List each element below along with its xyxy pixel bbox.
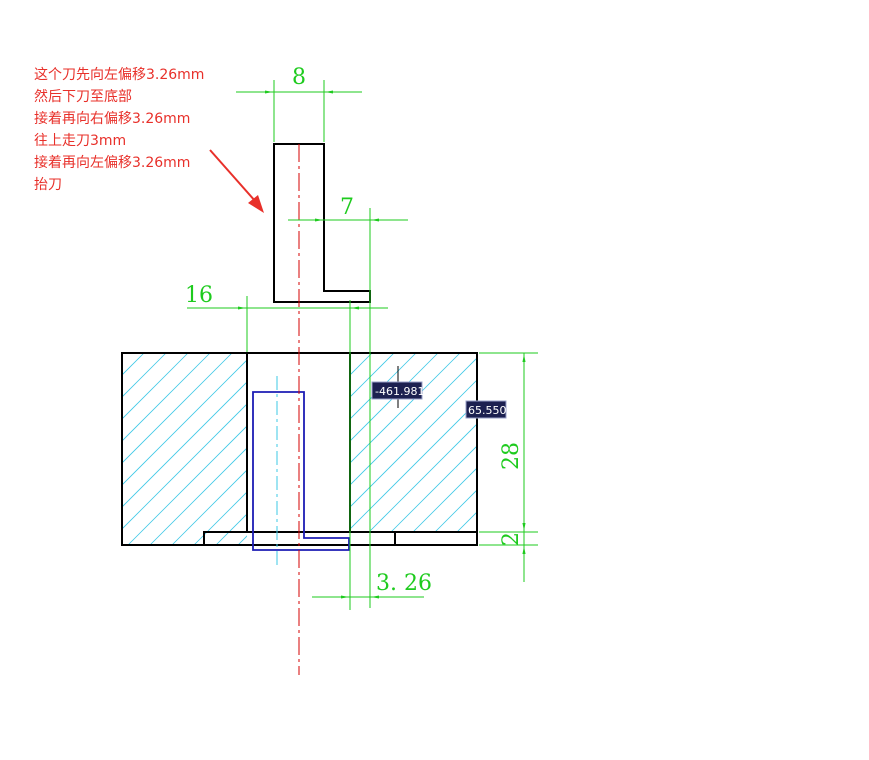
dim-text-28: 28 (499, 442, 524, 470)
annotation-arrow (209, 149, 264, 213)
annotation-line-4: 往上走刀3mm (34, 133, 127, 149)
hatch-right (350, 353, 477, 532)
annotation-line-3: 接着再向右偏移3.26mm (34, 111, 191, 127)
coordinate-readout-1: -461.981 (371, 381, 424, 400)
dim-text-16: 16 (185, 283, 213, 308)
hatch-line (122, 353, 233, 464)
tool-outline (273, 143, 371, 303)
hatch-line (122, 353, 123, 354)
hatch-line (350, 353, 395, 398)
hatch-line (350, 353, 439, 442)
hatch-line (350, 353, 417, 420)
hatch-line (127, 425, 247, 545)
hatch-line (350, 353, 351, 354)
dim-text-7: 7 (340, 195, 354, 220)
coordinate-readout-2: 65.550 (465, 400, 507, 419)
hatch-line (122, 381, 247, 508)
hatch-line (122, 359, 247, 486)
dim-text-8: 8 (292, 65, 306, 90)
hatch-line (350, 401, 477, 530)
hatch-line (171, 469, 247, 545)
annotation-line-2: 然后下刀至底部 (34, 89, 132, 105)
annotation-line-6: 抬刀 (34, 177, 62, 193)
hatch-line (193, 491, 247, 545)
hatch-line (368, 423, 477, 532)
dim-text-2: 2 (499, 532, 524, 546)
hatch-line (350, 353, 373, 376)
hatch-line (390, 445, 477, 532)
hatch-line (456, 511, 477, 532)
dim-text-326: 3. 26 (376, 571, 432, 596)
dimension-lines (187, 80, 538, 610)
annotation-note: 这个刀先向左偏移3.26mm 然后下刀至底部 接着再向右偏移3.26mm 往上走… (34, 64, 204, 196)
hatch-line (122, 353, 189, 420)
hatch-line (350, 379, 477, 508)
hatch-line (122, 353, 167, 398)
coordinate-readout-1-text: -461.981 (375, 385, 424, 398)
hatch-line (122, 353, 211, 442)
coordinate-readout-2-text: 65.550 (468, 404, 507, 417)
annotation-line-5: 接着再向左偏移3.26mm (34, 155, 191, 171)
hatch-left (122, 353, 247, 545)
toolpath (252, 391, 350, 551)
annotation-line-1: 这个刀先向左偏移3.26mm (34, 67, 205, 83)
hatch-line (434, 489, 477, 532)
hatch-line (350, 357, 477, 486)
hatch-line (412, 467, 477, 532)
hatch-line (122, 403, 247, 530)
